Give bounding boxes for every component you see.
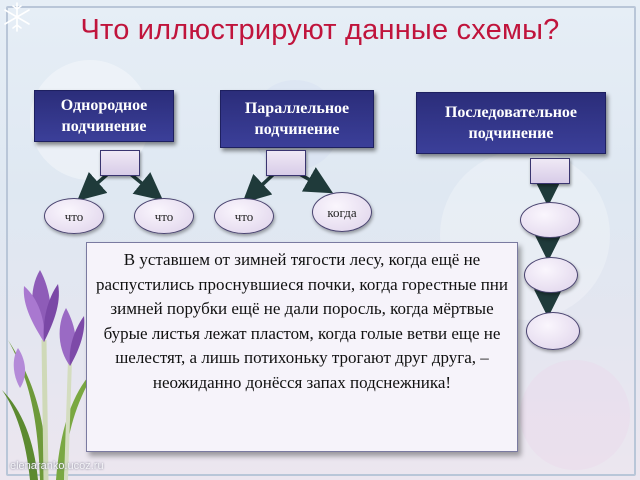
main-clause-node (530, 158, 570, 184)
subordinate-node (520, 202, 580, 238)
example-sentence: В уставшем от зимней тягости лесу, когда… (86, 242, 518, 452)
subordinate-node: что (214, 198, 274, 234)
subordinate-node (524, 257, 578, 293)
parallel-header: Параллельное подчинение (220, 90, 374, 148)
sequential-header: Последовательное подчинение (416, 92, 606, 154)
subordinate-node: что (44, 198, 104, 234)
subordinate-node: когда (312, 192, 372, 232)
homogeneous-header: Однородное подчинение (34, 90, 174, 142)
subordinate-node (526, 312, 580, 350)
source-watermark: elenaranko.ucoz.ru (10, 460, 104, 472)
slide-title: Что иллюстрируют данные схемы? (20, 14, 620, 47)
main-clause-node (100, 150, 140, 176)
main-clause-node (266, 150, 306, 176)
subordinate-node-label: когда (325, 206, 359, 219)
subordinate-node: что (134, 198, 194, 234)
